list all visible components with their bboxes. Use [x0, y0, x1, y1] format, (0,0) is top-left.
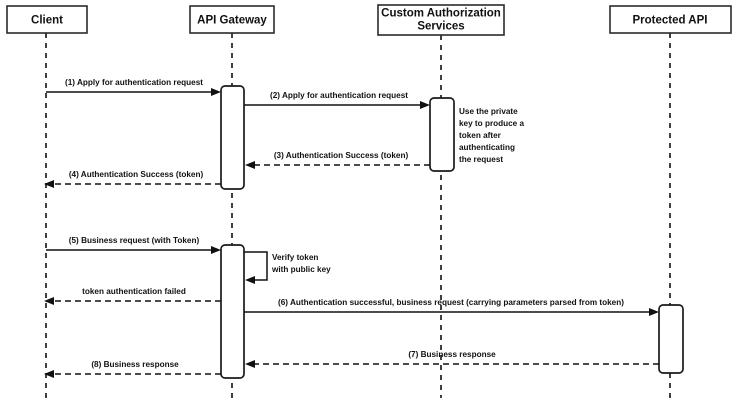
message-8-business-response[interactable]: (8) Business response: [44, 360, 221, 378]
activation-protected-api-1[interactable]: [658, 304, 684, 374]
message-3-label: (3) Authentication Success (token): [274, 151, 409, 160]
message-7-label: (7) Business response: [408, 350, 496, 359]
note-use-private-key-line-4: authenticating: [459, 143, 515, 152]
participant-api-gateway[interactable]: API Gateway: [189, 5, 275, 34]
message-2-label: (2) Apply for authentication request: [270, 91, 408, 100]
message-2-apply-for-authentication-request[interactable]: (2) Apply for authentication request: [244, 91, 430, 109]
participant-protected-api[interactable]: Protected API: [609, 5, 732, 34]
note-use-private-key-line-5: the request: [459, 155, 503, 164]
message-self-verify-token-label-line2: with public key: [271, 265, 331, 274]
message-5-business-request-with-token[interactable]: (5) Business request (with Token): [46, 236, 221, 254]
note-use-private-key: Use the private key to produce a token a…: [459, 107, 525, 164]
message-token-authentication-failed[interactable]: token authentication failed: [44, 287, 221, 305]
message-self-verify-token-label-line1: Verify token: [272, 253, 318, 262]
participant-custom-authorization-services-label-line2: Services: [417, 21, 464, 33]
message-token-authentication-failed-label: token authentication failed: [82, 287, 186, 296]
message-6-label: (6) Authentication successful, business …: [278, 298, 624, 307]
activation-api-gateway-2[interactable]: [220, 244, 245, 379]
message-6-authentication-successful-business-request[interactable]: (6) Authentication successful, business …: [244, 298, 659, 316]
note-use-private-key-line-3: token after: [459, 131, 502, 140]
participant-client-label: Client: [31, 15, 63, 27]
message-1-apply-for-authentication-request[interactable]: (1) Apply for authentication request: [46, 78, 221, 96]
message-4-label: (4) Authentication Success (token): [69, 170, 204, 179]
message-1-label: (1) Apply for authentication request: [65, 78, 203, 87]
note-use-private-key-line-2: key to produce a: [459, 119, 525, 128]
message-self-verify-token[interactable]: Verify token with public key: [244, 251, 331, 284]
participant-client[interactable]: Client: [6, 5, 88, 34]
participant-api-gateway-label: API Gateway: [197, 15, 267, 27]
activation-custom-authorization-services-1[interactable]: [429, 97, 455, 172]
message-5-label: (5) Business request (with Token): [69, 236, 200, 245]
message-4-authentication-success-token[interactable]: (4) Authentication Success (token): [44, 170, 221, 188]
lifelines-group: [45, 33, 671, 398]
message-7-business-response[interactable]: (7) Business response: [245, 350, 659, 368]
participant-custom-authorization-services-label-line1: Custom Authorization: [381, 8, 501, 20]
message-8-label: (8) Business response: [91, 360, 179, 369]
participant-protected-api-label: Protected API: [633, 15, 708, 27]
message-3-authentication-success-token[interactable]: (3) Authentication Success (token): [245, 151, 430, 169]
note-use-private-key-line-1: Use the private: [459, 107, 518, 116]
participant-custom-authorization-services[interactable]: Custom Authorization Services: [377, 4, 505, 36]
activation-api-gateway-1[interactable]: [220, 85, 245, 190]
